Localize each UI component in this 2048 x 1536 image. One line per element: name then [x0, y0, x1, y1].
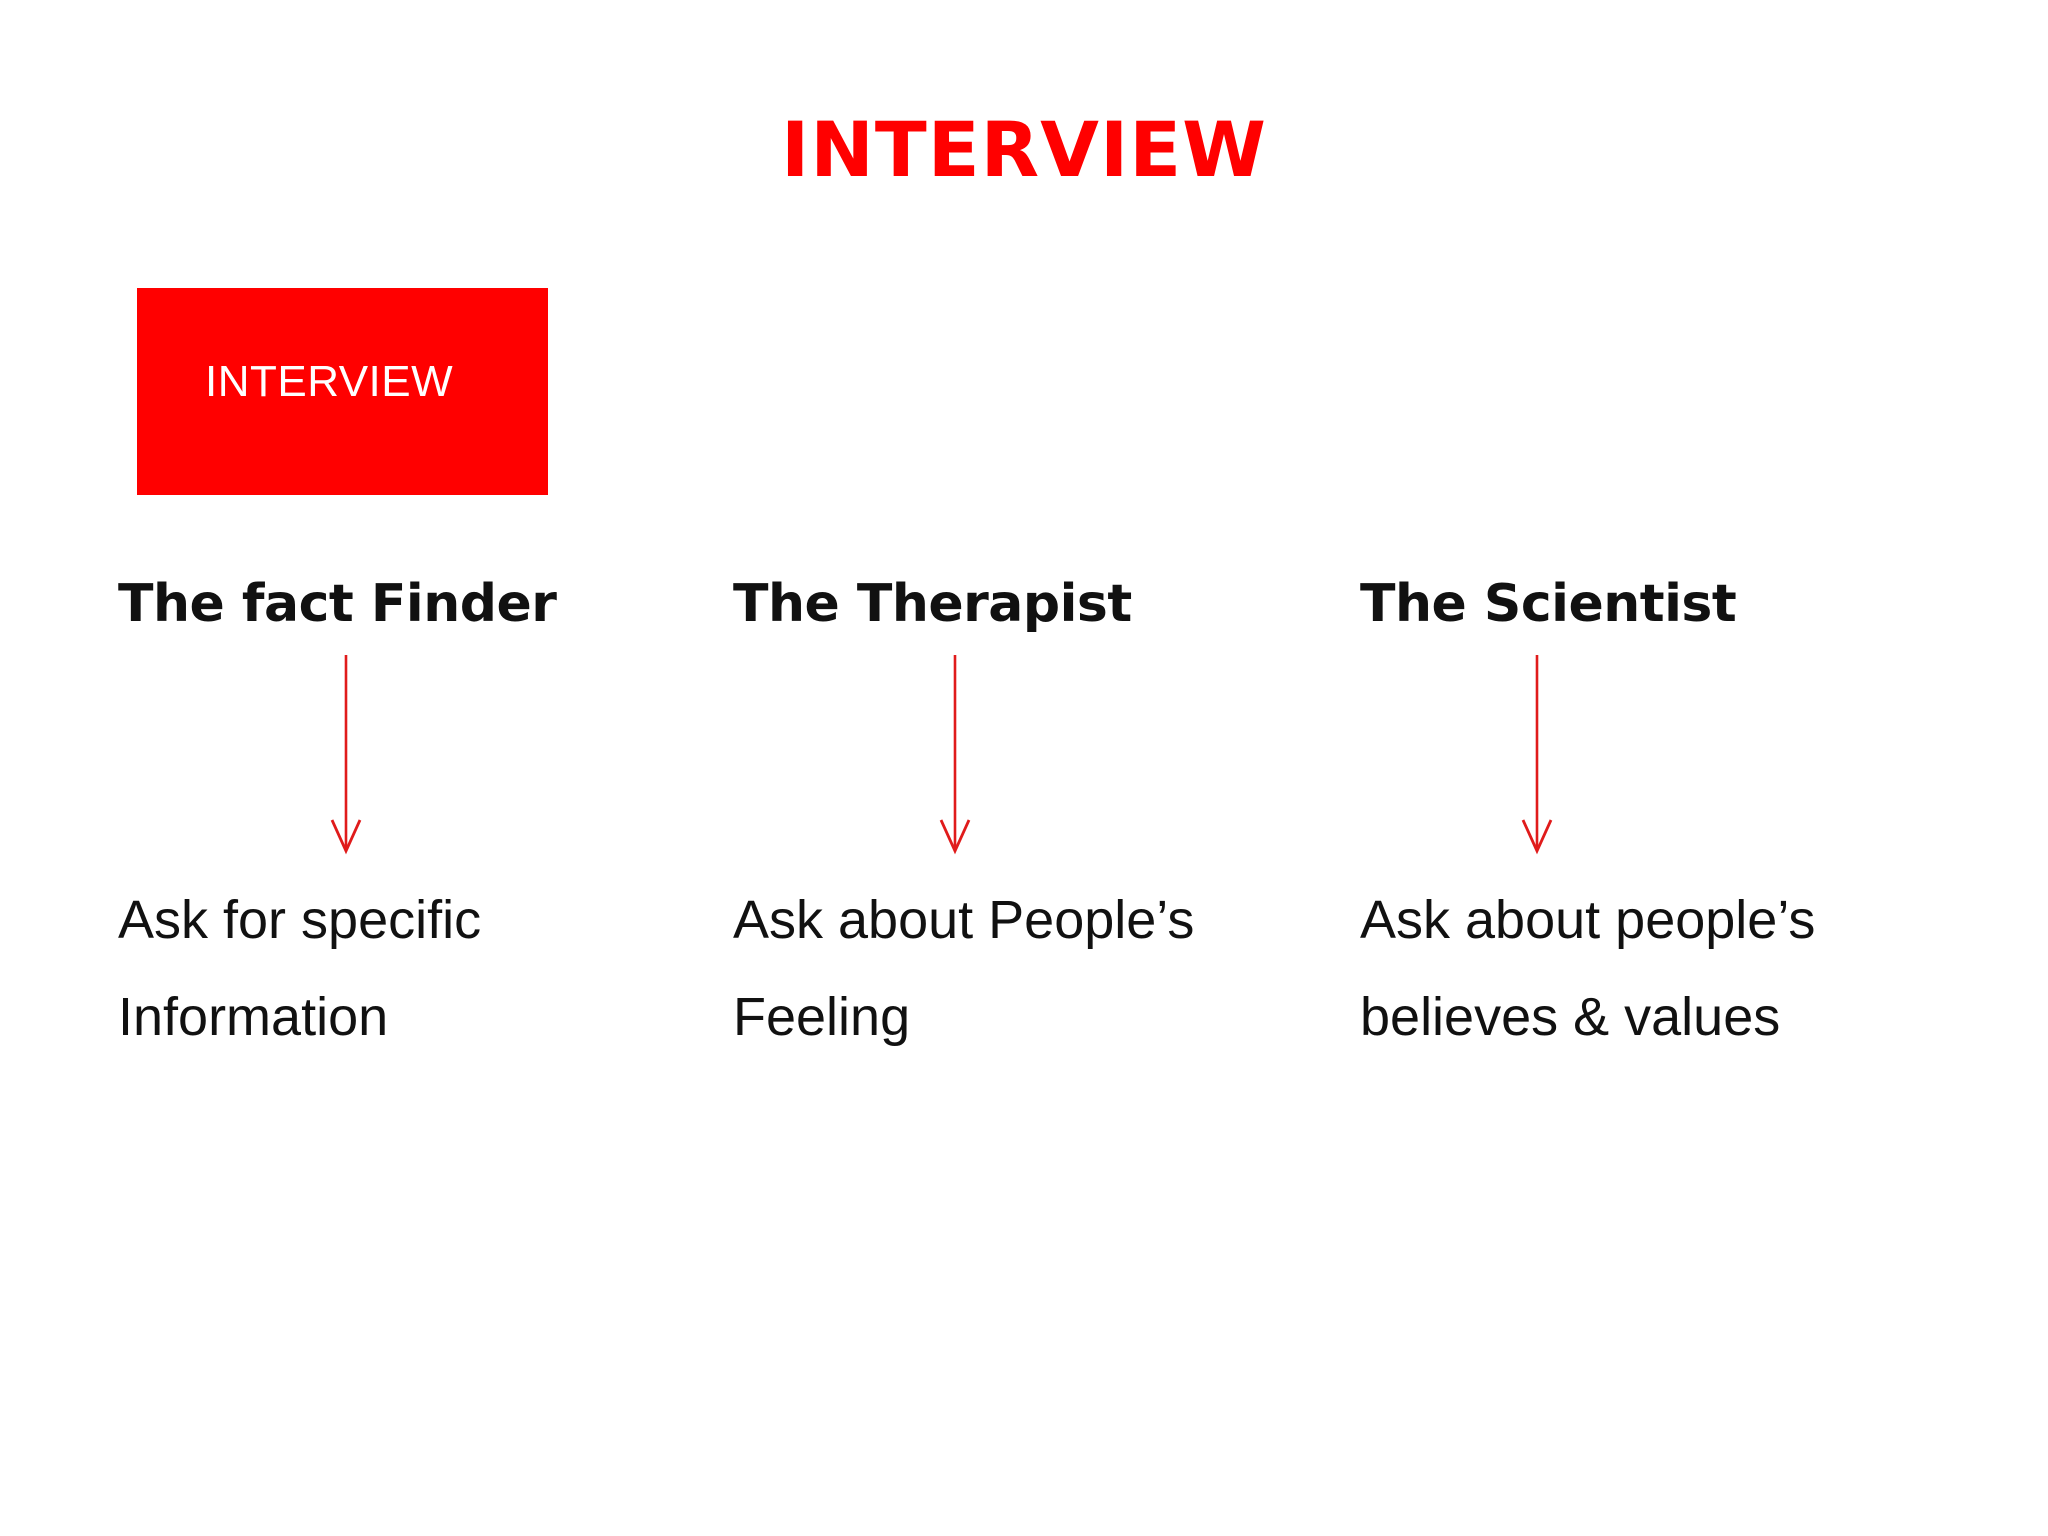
- column-body-line-1: Ask for specific: [118, 890, 482, 950]
- column-body: Ask for specific Information: [118, 872, 481, 1066]
- column-body: Ask about People’s Feeling: [733, 872, 1194, 1066]
- column-heading: The fact Finder: [118, 574, 557, 634]
- column-body-line-1: Ask about people’s: [1360, 890, 1816, 950]
- down-arrow-icon: [316, 655, 376, 855]
- column-body-line-2: believes & values: [1360, 987, 1781, 1047]
- column-body-line-2: Feeling: [733, 987, 911, 1047]
- column-body: Ask about people’s believes & values: [1360, 872, 1815, 1066]
- down-arrow-icon: [925, 655, 985, 855]
- column-body-line-1: Ask about People’s: [733, 890, 1195, 950]
- interview-badge: INTERVIEW: [137, 288, 548, 495]
- down-arrow-icon: [1507, 655, 1567, 855]
- column-heading: The Therapist: [733, 574, 1132, 634]
- interview-badge-label: INTERVIEW: [205, 357, 454, 406]
- column-heading: The Scientist: [1360, 574, 1737, 634]
- column-body-line-2: Information: [118, 987, 389, 1047]
- page-title: INTERVIEW: [780, 105, 1267, 194]
